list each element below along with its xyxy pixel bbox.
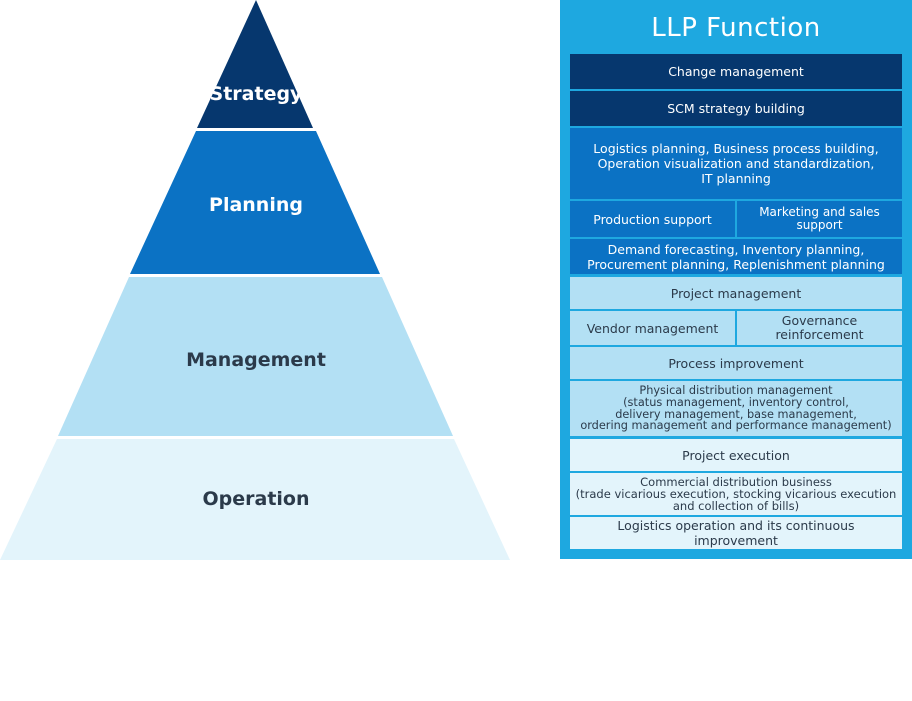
cell-project-execution: Project execution bbox=[570, 439, 902, 471]
cell-demand-forecasting: Demand forecasting, Inventory planning, … bbox=[570, 239, 902, 274]
cell-change-management: Change management bbox=[570, 54, 902, 89]
pyramid-level-strategy bbox=[197, 0, 313, 128]
cell-physical-distribution: Physical distribution management (status… bbox=[570, 381, 902, 436]
pyramid-label-strategy: Strategy bbox=[210, 83, 304, 105]
cell-commercial-distribution: Commercial distribution business (trade … bbox=[570, 473, 902, 515]
panel-title: LLP Function bbox=[651, 13, 821, 43]
pyramid-label-planning: Planning bbox=[209, 194, 303, 216]
pyramid-level-operation bbox=[0, 439, 510, 560]
cell-marketing-support: Marketing and sales support bbox=[737, 201, 902, 237]
cell-production-support: Production support bbox=[570, 201, 735, 237]
cell-logistics-planning: Logistics planning, Business process bui… bbox=[570, 128, 902, 199]
cell-governance: Governance reinforcement bbox=[737, 311, 902, 345]
cell-logistics-operation: Logistics operation and its continuous i… bbox=[570, 517, 902, 549]
pyramid-level-planning bbox=[130, 131, 380, 274]
cell-project-management: Project management bbox=[570, 277, 902, 309]
cell-vendor-management: Vendor management bbox=[570, 311, 735, 345]
pyramid-label-operation: Operation bbox=[202, 488, 309, 510]
pyramid-label-management: Management bbox=[186, 349, 326, 371]
pyramid-diagram: Strategy Planning Management Operation bbox=[0, 0, 510, 560]
cell-scm-strategy: SCM strategy building bbox=[570, 91, 902, 126]
cell-process-improvement: Process improvement bbox=[570, 347, 902, 379]
llp-function-panel: LLP Function Change management SCM strat… bbox=[560, 0, 912, 559]
pyramid-level-management bbox=[58, 277, 453, 436]
